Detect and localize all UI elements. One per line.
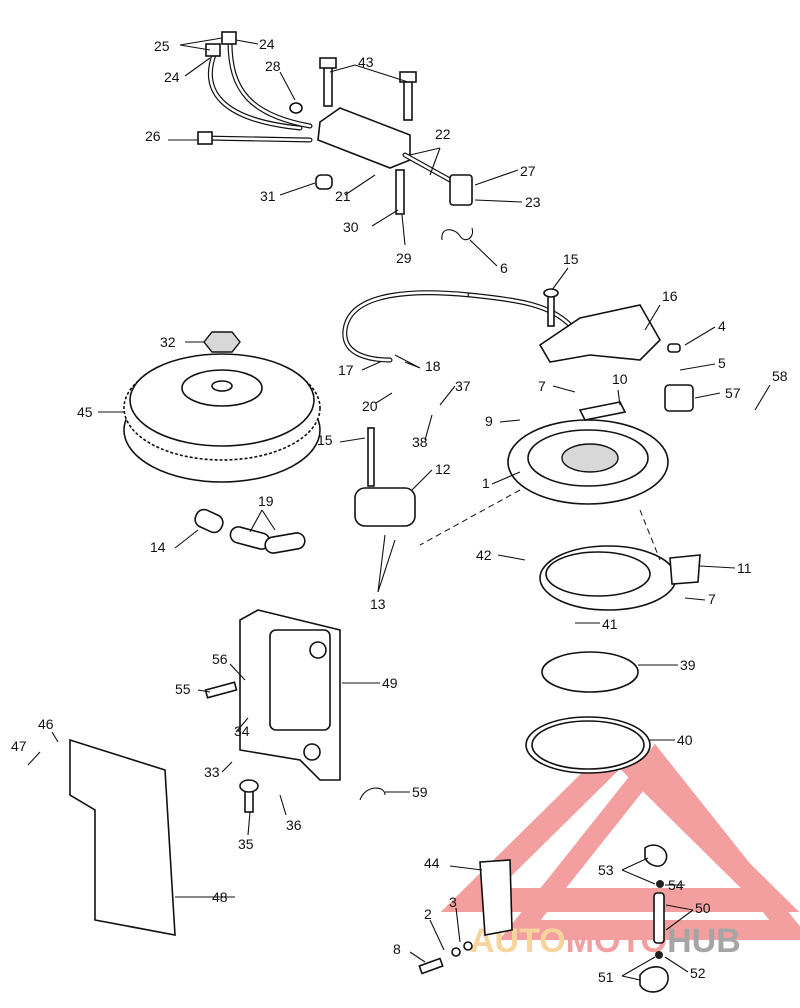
part-label: 55 xyxy=(175,681,191,697)
part-label: 48 xyxy=(212,889,228,905)
part-label: 39 xyxy=(680,657,696,673)
part-label: 18 xyxy=(425,358,441,374)
part-label: 4 xyxy=(718,318,726,334)
part-label: 16 xyxy=(662,288,678,304)
part-label: 2 xyxy=(424,906,432,922)
part-label: 8 xyxy=(393,941,401,957)
part-label: 14 xyxy=(150,539,166,555)
part-label: 47 xyxy=(11,738,27,754)
hoses xyxy=(194,508,306,554)
part-label: 7 xyxy=(538,378,546,394)
part-label: 49 xyxy=(382,675,398,691)
part-label: 29 xyxy=(396,250,412,266)
part-label: 9 xyxy=(485,413,493,429)
part-label: 17 xyxy=(338,362,354,378)
part-label: 43 xyxy=(358,54,374,70)
part-label: 54 xyxy=(668,877,684,893)
part-label: 51 xyxy=(598,969,614,985)
part-label: 24 xyxy=(259,36,275,52)
part-label: 15 xyxy=(317,432,333,448)
bracket xyxy=(69,609,386,936)
watermark-part-hub: HUB xyxy=(667,922,741,960)
part-label: 7 xyxy=(708,591,716,607)
part-label: 35 xyxy=(238,836,254,852)
part-label: 33 xyxy=(204,764,220,780)
part-label: 38 xyxy=(412,434,428,450)
part-label: 21 xyxy=(335,188,351,204)
part-label: 28 xyxy=(265,58,281,74)
watermark-logo: AUTOMOTOHUB xyxy=(440,735,800,960)
part-label: 13 xyxy=(370,596,386,612)
part-label: 58 xyxy=(772,368,788,384)
part-label: 37 xyxy=(455,378,471,394)
part-label: 52 xyxy=(690,965,706,981)
part-label: 34 xyxy=(234,723,250,739)
part-label: 26 xyxy=(145,128,161,144)
part-label: 15 xyxy=(563,251,579,267)
part-label: 25 xyxy=(154,38,170,54)
part-label: 42 xyxy=(476,547,492,563)
part-label: 40 xyxy=(677,732,693,748)
part-label: 23 xyxy=(525,194,541,210)
part-label: 30 xyxy=(343,219,359,235)
power-pack-assembly xyxy=(197,31,474,241)
part-label: 20 xyxy=(362,398,378,414)
stator-assembly xyxy=(342,288,701,774)
part-label: 24 xyxy=(164,69,180,85)
part-label: 6 xyxy=(500,260,508,276)
part-label: 36 xyxy=(286,817,302,833)
part-label: 3 xyxy=(449,894,457,910)
part-label: 31 xyxy=(260,188,276,204)
part-label: 11 xyxy=(737,560,752,576)
rectifier-assembly xyxy=(418,844,669,993)
part-label: 22 xyxy=(435,126,451,142)
part-labels: 25 24 24 28 43 26 22 27 31 21 23 30 29 6… xyxy=(11,36,788,985)
part-label: 5 xyxy=(718,355,726,371)
part-label: 53 xyxy=(598,862,614,878)
part-label: 41 xyxy=(602,616,618,632)
part-label: 59 xyxy=(412,784,428,800)
part-label: 27 xyxy=(520,163,536,179)
flywheel xyxy=(123,331,321,483)
part-label: 50 xyxy=(695,900,711,916)
part-label: 10 xyxy=(612,371,628,387)
part-label: 1 xyxy=(482,475,490,491)
part-label: 57 xyxy=(725,385,741,401)
part-label: 12 xyxy=(435,461,451,477)
leader-lines xyxy=(27,37,771,981)
part-label: 56 xyxy=(212,651,228,667)
part-label: 45 xyxy=(77,404,93,420)
part-label: 19 xyxy=(258,493,274,509)
part-label: 32 xyxy=(160,334,176,350)
part-label: 46 xyxy=(38,716,54,732)
watermark-part-moto: MOTO xyxy=(566,922,667,960)
part-label: 44 xyxy=(424,855,440,871)
